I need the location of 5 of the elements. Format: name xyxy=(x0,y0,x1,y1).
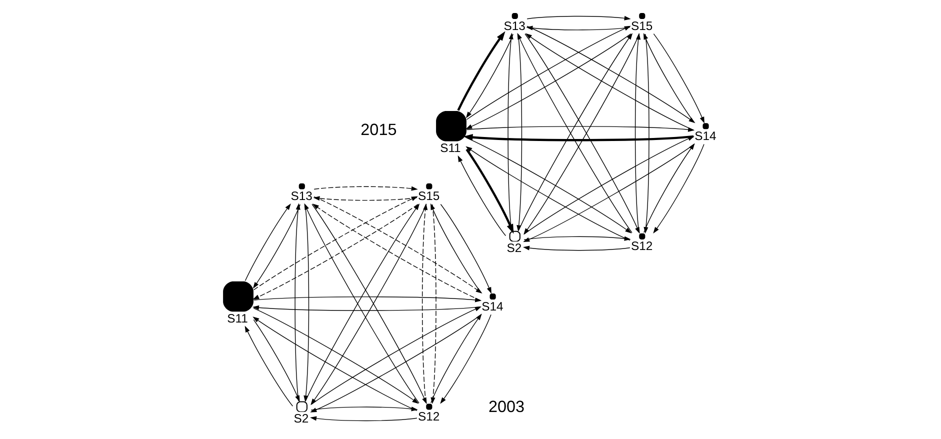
node-label: S12 xyxy=(630,239,653,254)
node-label: S15 xyxy=(630,18,653,33)
label: 2015 xyxy=(360,121,397,140)
node-label: S13 xyxy=(504,18,526,33)
label: 2003 xyxy=(488,398,525,416)
